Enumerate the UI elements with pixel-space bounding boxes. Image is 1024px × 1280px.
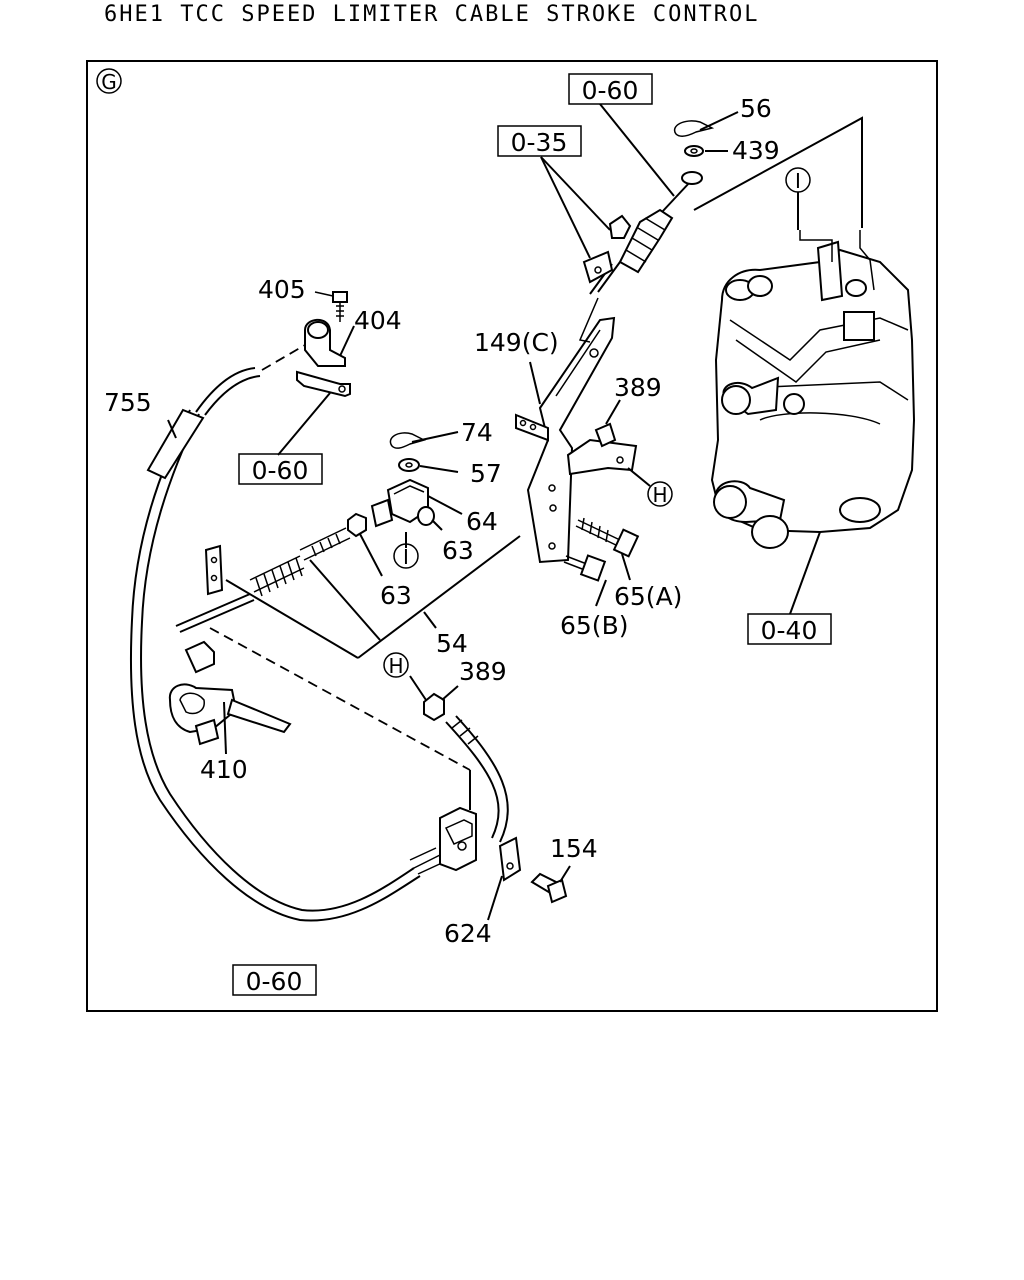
callout-56: 56 — [740, 94, 772, 123]
boxed-ref-top: 0-60 — [568, 73, 653, 105]
callout-405: 405 — [258, 275, 306, 304]
rod-spring-54 — [175, 527, 521, 659]
marker-h-right: H — [647, 481, 673, 507]
stopper-bracket — [566, 422, 638, 476]
callout-389-lower: 389 — [459, 657, 507, 686]
washer-57 — [398, 458, 459, 473]
callout-65b: 65(B) — [560, 611, 628, 640]
bolt-154 — [530, 865, 571, 904]
marker-h-mid: H — [383, 652, 409, 678]
boxed-ref-upper: 0-35 — [497, 125, 582, 157]
clip-410 — [168, 640, 292, 755]
callout-63-left: 63 — [380, 581, 412, 610]
svg-text:I: I — [403, 545, 409, 569]
svg-text:0-35: 0-35 — [511, 128, 568, 157]
lever-bracket-149c — [515, 316, 616, 564]
svg-text:H: H — [652, 483, 667, 507]
svg-text:G: G — [101, 70, 117, 94]
callout-149c: 149(C) — [474, 328, 559, 357]
clamp-404 — [296, 318, 351, 398]
pin-74 — [389, 431, 459, 449]
callout-154: 154 — [550, 834, 598, 863]
callout-439: 439 — [732, 136, 780, 165]
plate-624 — [487, 836, 522, 921]
callout-64: 64 — [466, 507, 498, 536]
callout-410: 410 — [200, 755, 248, 784]
svg-text:0-60: 0-60 — [582, 76, 639, 105]
callout-65a: 65(A) — [614, 582, 682, 611]
callout-624: 624 — [444, 919, 492, 948]
callout-54: 54 — [436, 629, 468, 658]
svg-text:0-60: 0-60 — [252, 456, 309, 485]
bolt-405 — [314, 291, 348, 322]
boxed-ref-left-bracket: 0-60 — [238, 453, 323, 485]
block-64 — [370, 478, 463, 528]
boxed-ref-bottom: 0-60 — [232, 964, 317, 996]
lower-cable — [445, 715, 509, 843]
svg-text:0-40: 0-40 — [761, 616, 818, 645]
callout-74: 74 — [461, 418, 493, 447]
nut-63-left — [347, 512, 383, 577]
injection-pump — [710, 192, 916, 615]
callout-63-right: 63 — [442, 536, 474, 565]
cable-holder — [439, 806, 477, 872]
callout-404: 404 — [354, 306, 402, 335]
callout-57: 57 — [470, 459, 502, 488]
nut-63-right — [417, 506, 443, 531]
page-title: 6HE1 TCC SPEED LIMITER CABLE STROKE CONT… — [104, 2, 760, 27]
view-marker: G — [96, 68, 122, 94]
diagram-frame — [86, 60, 938, 1012]
svg-text:I: I — [795, 169, 801, 193]
marker-i-top: I — [785, 167, 811, 193]
washer-439 — [684, 145, 728, 157]
throttle-cable-upper — [540, 103, 703, 343]
svg-text:0-60: 0-60 — [246, 967, 303, 996]
svg-text:H: H — [388, 654, 403, 678]
bolt-65b — [563, 554, 607, 582]
pin-56 — [673, 111, 739, 137]
speed-limiter-cable-755 — [129, 344, 445, 922]
callout-755: 755 — [104, 388, 152, 417]
marker-i-mid: I — [393, 543, 419, 569]
nut-389-lower — [423, 685, 459, 722]
bolt-65a — [575, 517, 640, 558]
boxed-ref-pump: 0-40 — [747, 613, 832, 645]
callout-389-upper: 389 — [614, 373, 662, 402]
